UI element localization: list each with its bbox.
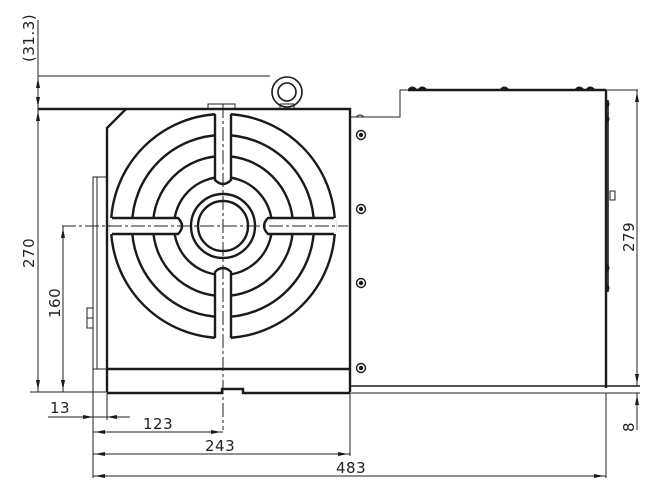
dim-label-center-height: 160: [46, 288, 64, 318]
dim-label-side-height: 279: [620, 222, 638, 252]
bolt-icon: [355, 362, 367, 374]
dimension-overall-height: 270: [20, 111, 107, 393]
dimension-extension-lines: [92, 369, 607, 478]
rotary-table-body: [86, 103, 352, 395]
dim-label-flange-offset: 13: [50, 399, 70, 417]
dim-label-faceplate-width: 243: [205, 437, 235, 455]
dimension-faceplate-width: 243: [93, 437, 350, 456]
dim-label-overall-height: 270: [20, 238, 38, 268]
dim-label-top-offset: (31.3): [20, 14, 38, 62]
bolt-icon: [355, 277, 367, 289]
dimension-side-height: 279: [620, 90, 639, 386]
dim-label-center-offset: 123: [143, 415, 173, 433]
bolt-icon: [355, 203, 367, 215]
dimension-flange-offset: 13: [48, 399, 130, 419]
eyebolt-icon: [271, 76, 303, 110]
dimension-center-offset: 123: [93, 415, 223, 434]
faceplate: [62, 104, 348, 430]
dimension-center-height: 160: [46, 226, 65, 392]
motor-housing: [350, 86, 640, 394]
bolt-icon: [355, 129, 367, 141]
dim-label-overall-length: 483: [336, 459, 366, 477]
side-bolts: [355, 129, 367, 374]
dimension-overall-length: 483: [93, 459, 606, 478]
dim-label-base-offset: 8: [620, 422, 638, 432]
dimension-top-offset: (31.3): [20, 14, 270, 392]
dimension-base-offset: 8: [620, 393, 639, 432]
